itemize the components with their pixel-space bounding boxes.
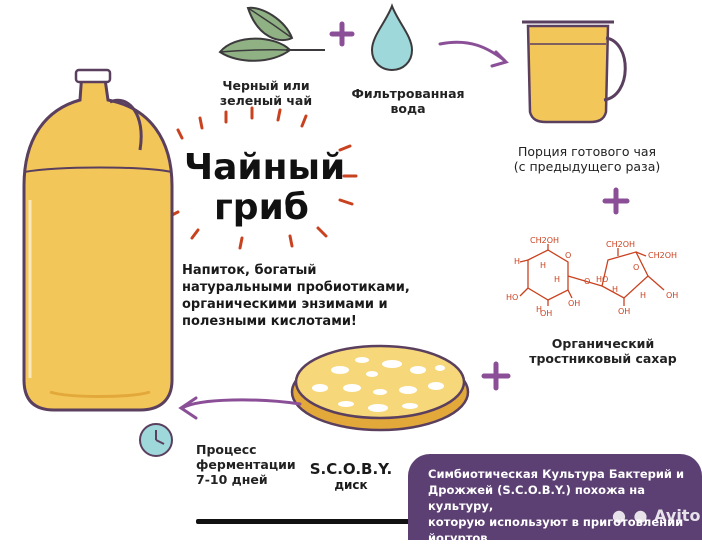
scroll-indicator	[196, 519, 436, 524]
plus-icon	[602, 187, 630, 215]
molecule-h: H	[554, 275, 560, 284]
plus-icon	[481, 361, 511, 391]
pitcher-icon	[522, 20, 627, 124]
leaf-icon	[218, 6, 325, 62]
decorative-dashes	[168, 106, 358, 250]
molecule-h: H	[514, 257, 520, 266]
jar-icon	[22, 68, 174, 412]
molecule-o: O	[565, 251, 571, 260]
molecule-ch2oh: CH2OH	[530, 236, 559, 245]
label-portion: Порция готового чая(с предыдущего раза)	[513, 144, 661, 174]
molecule-h: H	[536, 305, 542, 314]
plus-icon	[329, 21, 355, 47]
scoby-disk-icon	[290, 344, 470, 432]
molecule-ho: HO	[596, 275, 608, 284]
molecule-o: O	[633, 263, 639, 272]
sugar-molecule	[519, 244, 665, 306]
watermark: ● ● Avito	[612, 506, 701, 525]
clock-icon	[139, 423, 173, 457]
water-drop-icon	[370, 3, 414, 72]
molecule-o: O	[584, 277, 590, 286]
molecule-ho: HO	[506, 293, 518, 302]
arrow-icon	[178, 396, 302, 420]
page-title: Чайный гриб	[184, 147, 346, 228]
molecule-ch2oh: CH2OH	[606, 240, 635, 249]
label-scoby: S.C.O.B.Y. диск	[309, 460, 393, 492]
molecule-h: H	[540, 261, 546, 270]
molecule-oh: OH	[540, 309, 552, 318]
molecule-h: H	[612, 285, 618, 294]
arrow-icon	[438, 40, 509, 68]
molecule-oh: OH	[568, 299, 580, 308]
molecule-oh: OH	[666, 291, 678, 300]
molecule-h: H	[640, 291, 646, 300]
molecule-ch2oh: CH2OH	[648, 251, 677, 260]
avito-logo-icon: ● ●	[612, 506, 649, 525]
molecule-oh: OH	[618, 307, 630, 316]
